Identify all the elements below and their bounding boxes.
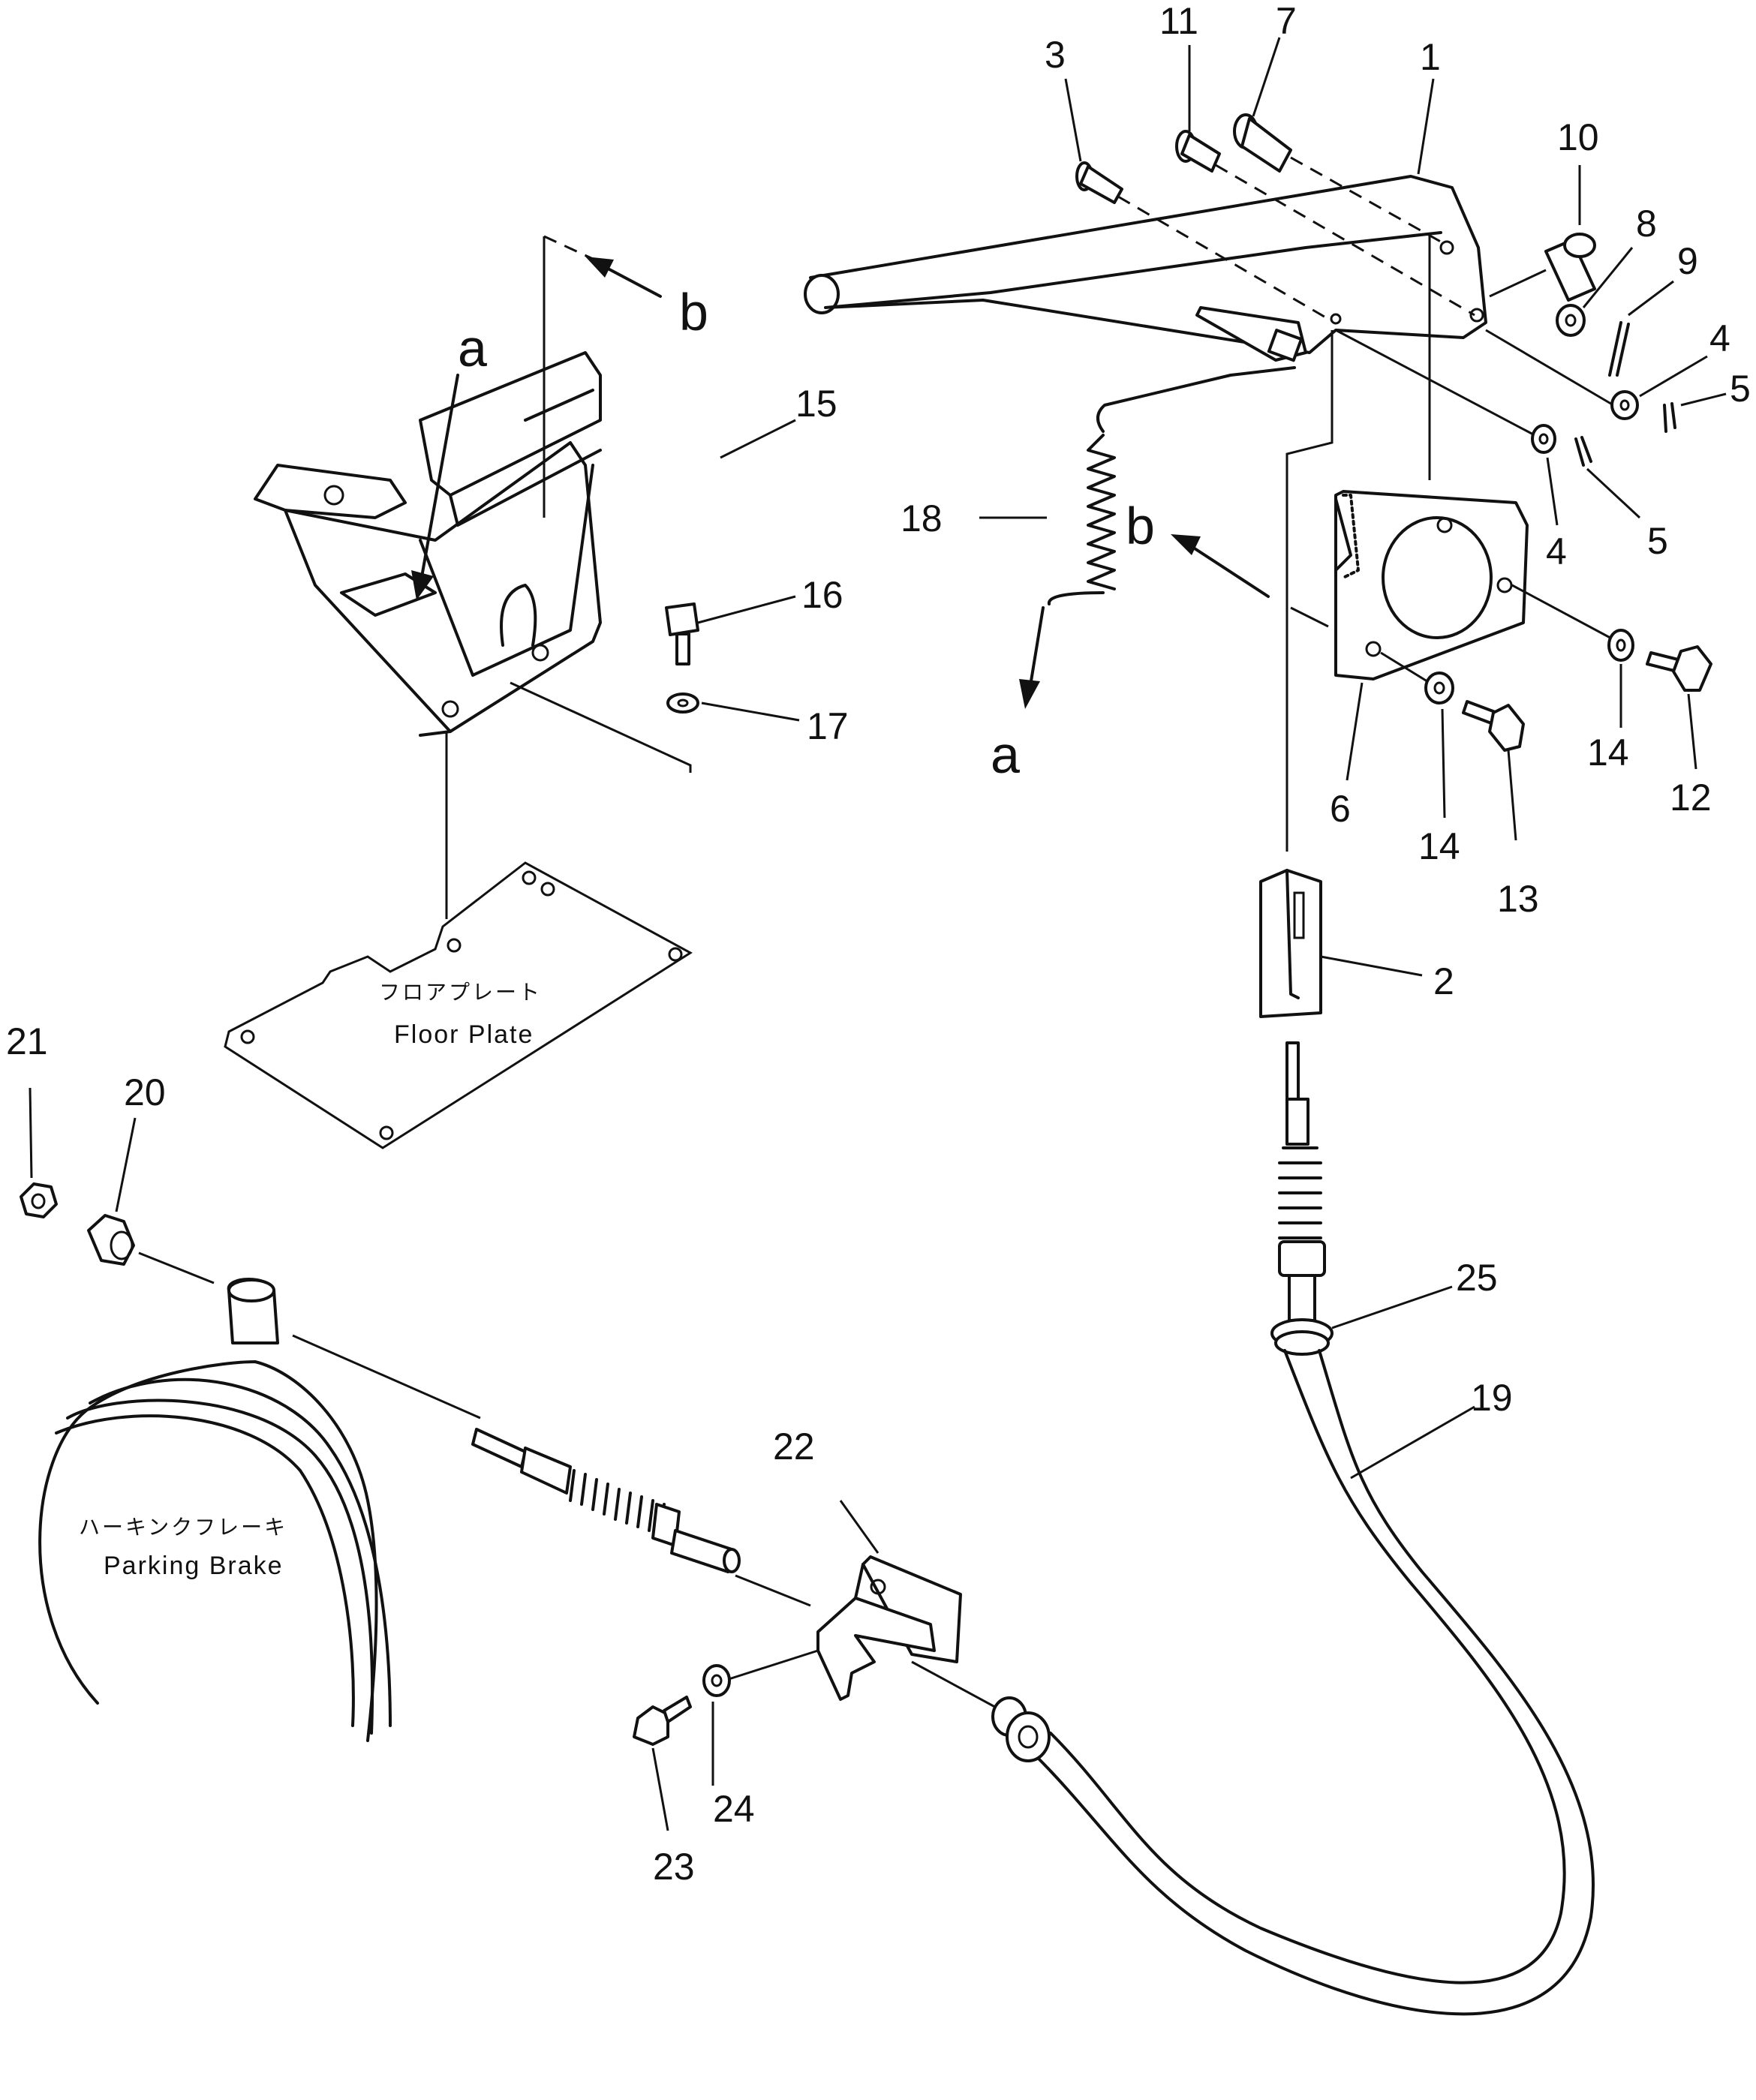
tie-22-rod [735, 1574, 811, 1607]
bolt-23 [633, 1696, 692, 1831]
callout-19: 19 [1471, 1377, 1513, 1419]
callout-numbers: 1 2 3 4 4 5 5 6 7 8 9 10 11 12 13 14 14 … [6, 0, 1751, 1888]
axis-13 [1380, 651, 1430, 684]
bracket-22 [816, 1500, 962, 1701]
washer-14a [1607, 629, 1634, 728]
nut-21 [20, 1087, 58, 1218]
washer-14b [1424, 671, 1454, 819]
cotter-pin-5a [1663, 392, 1727, 433]
arrow-a-top [411, 374, 459, 600]
tie-22-cable [911, 1660, 1003, 1712]
floor-plate [224, 861, 693, 1149]
callout-6: 6 [1330, 788, 1351, 830]
axis-11 [1215, 164, 1475, 317]
marker-a-bottom: a [991, 726, 1020, 784]
callout-22: 22 [773, 1426, 815, 1468]
parking-brake-en-label: Parking Brake [104, 1552, 284, 1580]
callout-8: 8 [1636, 203, 1657, 245]
callout-12: 12 [1670, 777, 1712, 819]
cotter-pin-5b [1574, 436, 1641, 519]
callout-24: 24 [713, 1788, 755, 1830]
floor-plate-jp-label: フロアプレート [379, 980, 542, 1005]
tie-line-2 [1285, 330, 1334, 852]
floor-plate-en-label: Floor Plate [394, 1020, 534, 1049]
parking-brake-drum [38, 1278, 392, 1742]
arrow-b-right [1171, 534, 1270, 598]
arrow-b-top [585, 257, 662, 298]
callout-14a: 14 [1587, 732, 1629, 774]
lever-1 [804, 78, 1487, 362]
pin-3 [1064, 78, 1123, 204]
callout-11: 11 [1159, 0, 1198, 42]
bolt-12 [1646, 645, 1712, 770]
axis-3 [1117, 195, 1333, 323]
nut-20 [87, 1117, 137, 1266]
callout-25: 25 [1456, 1257, 1498, 1299]
axis-12 [1511, 584, 1618, 643]
fitting-cable-end [991, 1696, 1051, 1762]
collar-10 [1544, 165, 1596, 302]
washer-24 [702, 1664, 731, 1786]
callout-4b: 4 [1546, 530, 1567, 572]
tie-brake-rod [292, 1334, 481, 1420]
callout-18: 18 [901, 497, 943, 539]
washer-4a [1610, 355, 1708, 420]
callout-4a: 4 [1709, 317, 1730, 359]
bolt-16 [665, 595, 796, 665]
callout-10: 10 [1557, 116, 1599, 158]
callout-3: 3 [1045, 34, 1066, 76]
callout-5a: 5 [1730, 368, 1751, 410]
washer-4b [1531, 424, 1559, 526]
callout-17: 17 [807, 705, 849, 747]
callout-13: 13 [1497, 878, 1539, 920]
callout-21: 21 [6, 1020, 48, 1062]
tie-plate [1290, 606, 1329, 628]
bolt-13 [1462, 700, 1525, 841]
axis-4a [1485, 329, 1614, 407]
washer-17 [666, 692, 800, 722]
clevis-2 [1259, 869, 1423, 1018]
axis-4b [1335, 329, 1535, 437]
callout-15: 15 [795, 383, 837, 425]
bracket-15 [254, 235, 692, 919]
spring-18 [979, 366, 1296, 709]
axis-7 [1290, 156, 1445, 245]
parking-brake-jp-label: ハーキンクフレーキ [79, 1515, 287, 1540]
plate-6 [1334, 490, 1529, 781]
pin-11 [1175, 45, 1221, 173]
callout-23: 23 [653, 1846, 695, 1888]
washer-8 [1556, 247, 1634, 337]
leader-15 [720, 419, 796, 459]
marker-b-top: b [679, 283, 708, 341]
callout-9: 9 [1677, 240, 1698, 282]
marker-a-top: a [458, 319, 487, 377]
cable-19 [1034, 1041, 1595, 2016]
pin-7 [1233, 37, 1292, 173]
callout-14b: 14 [1418, 825, 1460, 867]
tie-22-washer [723, 1649, 819, 1682]
callout-2: 2 [1433, 960, 1454, 1002]
callout-5b: 5 [1647, 520, 1668, 562]
callout-20: 20 [124, 1071, 166, 1113]
cotter-pin-9 [1608, 280, 1674, 377]
brake-rod [471, 1428, 741, 1573]
callout-7: 7 [1276, 0, 1297, 42]
callout-1: 1 [1420, 36, 1441, 78]
tie-20-drum [138, 1251, 215, 1284]
callout-16: 16 [801, 574, 843, 616]
marker-b-right: b [1126, 497, 1155, 555]
